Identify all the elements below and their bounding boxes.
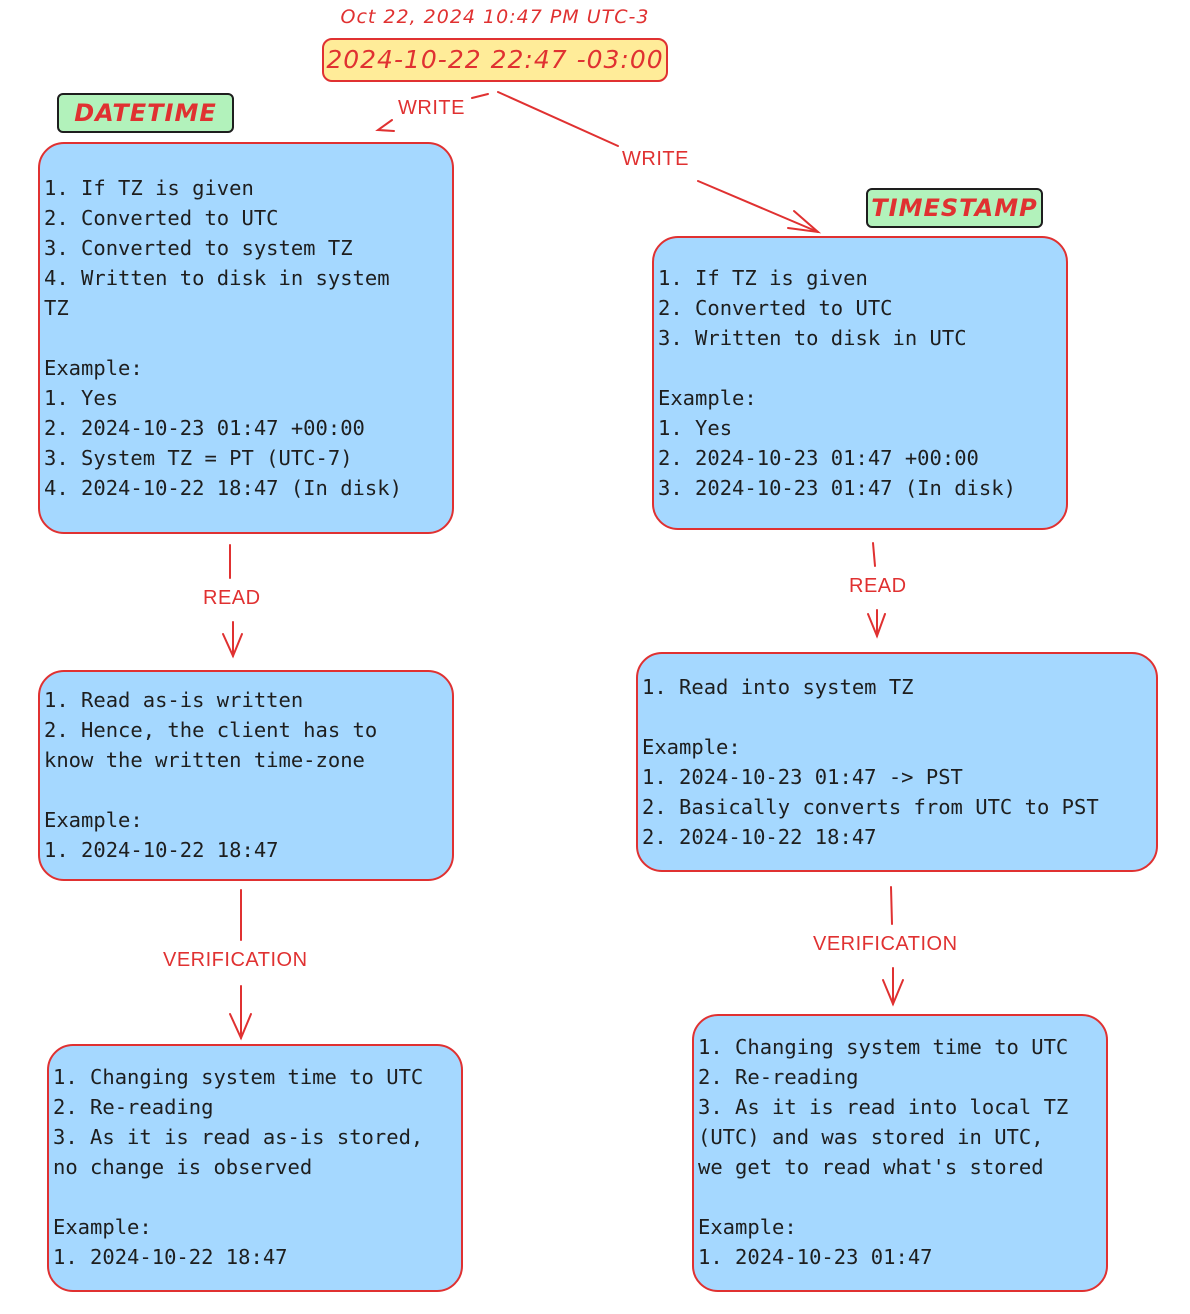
read-label-left: READ bbox=[203, 587, 261, 610]
read-arrow-right-head bbox=[867, 613, 886, 639]
read-arrow-right bbox=[872, 542, 876, 567]
write-label-right: WRITE bbox=[622, 148, 689, 171]
datetime-read-box: 1. Read as-is written 2. Hence, the clie… bbox=[38, 670, 454, 881]
datetime-write-box: 1. If TZ is given 2. Converted to UTC 3.… bbox=[38, 142, 454, 534]
write-arrow-right bbox=[497, 91, 619, 147]
datetime-tag: DATETIME bbox=[57, 93, 234, 133]
timestamp-write-box: 1. If TZ is given 2. Converted to UTC 3.… bbox=[652, 236, 1068, 530]
timestamp-verification-text: 1. Changing system time to UTC 2. Re-rea… bbox=[698, 1035, 1069, 1269]
datetime-read-text: 1. Read as-is written 2. Hence, the clie… bbox=[44, 688, 378, 862]
read-arrow-left-head bbox=[222, 633, 243, 659]
write-arrow-left bbox=[471, 93, 489, 99]
timestamp-tag: TIMESTAMP bbox=[866, 188, 1043, 228]
verify-arrow-right-head bbox=[882, 979, 904, 1007]
header-datetime-value: 2024-10-22 22:47 -03:00 bbox=[322, 38, 668, 82]
write-arrow-right-2 bbox=[697, 180, 819, 233]
timestamp-write-text: 1. If TZ is given 2. Converted to UTC 3.… bbox=[658, 266, 1016, 500]
write-arrow-left-head bbox=[375, 119, 395, 132]
timestamp-read-text: 1. Read into system TZ Example: 1. 2024-… bbox=[642, 675, 1099, 849]
datetime-verification-box: 1. Changing system time to UTC 2. Re-rea… bbox=[47, 1044, 463, 1292]
header-caption: Oct 22, 2024 10:47 PM UTC-3 bbox=[340, 6, 650, 28]
verify-arrow-right bbox=[890, 886, 893, 925]
datetime-write-text: 1. If TZ is given 2. Converted to UTC 3.… bbox=[44, 176, 402, 500]
verification-label-left: VERIFICATION bbox=[163, 949, 308, 972]
timestamp-read-box: 1. Read into system TZ Example: 1. 2024-… bbox=[636, 652, 1158, 872]
verify-arrow-left-head bbox=[229, 1013, 252, 1041]
write-label-left: WRITE bbox=[398, 97, 465, 120]
read-label-right: READ bbox=[849, 575, 907, 598]
verification-label-right: VERIFICATION bbox=[813, 933, 958, 956]
datetime-verification-text: 1. Changing system time to UTC 2. Re-rea… bbox=[53, 1065, 424, 1269]
timestamp-tag-label: TIMESTAMP bbox=[871, 194, 1038, 222]
datetime-tag-label: DATETIME bbox=[74, 99, 217, 127]
timestamp-verification-box: 1. Changing system time to UTC 2. Re-rea… bbox=[692, 1014, 1108, 1292]
write-arrow-right-head bbox=[787, 210, 822, 234]
